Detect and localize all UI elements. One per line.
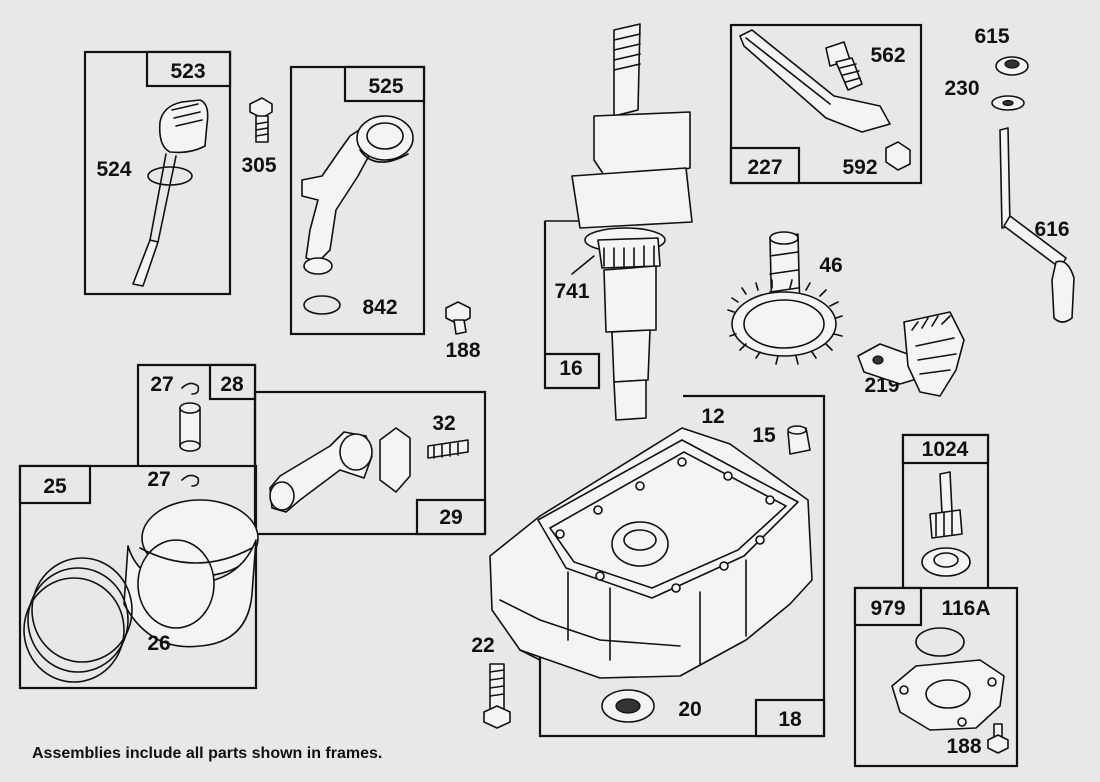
- label-842: 842: [362, 296, 397, 319]
- label-26: 26: [147, 632, 170, 655]
- oring-842: [303, 295, 341, 315]
- frame-29-connecting-rod-assembly: 29 32: [253, 390, 487, 536]
- part-188-bolt-upper: 188: [445, 301, 481, 362]
- label-227: 227: [747, 156, 782, 179]
- governor-lever-part: [739, 29, 911, 171]
- label-27-upper: 27: [150, 373, 173, 396]
- frame-227-governor-lever-assembly: 227 562 592: [729, 23, 923, 185]
- part-46-camshaft: 46: [727, 231, 843, 365]
- label-615: 615: [974, 25, 1009, 48]
- part-188-bolt-lower: [987, 723, 1009, 754]
- oring-116a: [915, 627, 965, 657]
- label-523: 523: [170, 60, 205, 83]
- label-20: 20: [678, 698, 701, 721]
- part-22-bolt: 22: [471, 634, 511, 729]
- label-18: 18: [778, 708, 802, 731]
- pump-cover-plate: [891, 659, 1005, 731]
- label-15: 15: [752, 424, 776, 447]
- crankshaft-part: [571, 23, 693, 421]
- part-615-230-616-governor-shaft: 615 230 616: [944, 25, 1075, 323]
- label-29: 29: [439, 506, 462, 529]
- label-12: 12: [701, 405, 724, 428]
- label-1024: 1024: [922, 438, 969, 461]
- label-525: 525: [368, 75, 403, 98]
- oil-seal-20: [601, 689, 655, 723]
- oil-pump-part: [921, 471, 971, 577]
- clip-27-upper: [181, 382, 200, 395]
- label-616: 616: [1034, 218, 1069, 241]
- label-27-lower: 27: [147, 468, 170, 491]
- frame-25-piston-assembly: 25 27 26: [18, 464, 259, 690]
- frame-525-oil-fill-tube-assembly: 525 842: [289, 65, 426, 336]
- label-46: 46: [819, 254, 842, 277]
- label-188-upper: 188: [445, 339, 480, 362]
- label-188-lower: 188: [946, 735, 981, 758]
- label-741: 741: [554, 280, 589, 303]
- dipstick-part: [132, 99, 209, 287]
- part-305-bolt: 305: [241, 97, 277, 177]
- label-25: 25: [43, 475, 67, 498]
- piston-pin-part: [179, 402, 201, 452]
- frame-28-piston-pin-assembly: 28 27: [136, 363, 257, 465]
- clip-27-lower: [181, 474, 200, 487]
- label-524: 524: [96, 158, 131, 181]
- label-116a: 116A: [941, 597, 990, 620]
- label-22: 22: [471, 634, 494, 657]
- piston-part: [123, 499, 259, 648]
- label-305: 305: [241, 154, 276, 177]
- frame-523-dipstick-assembly: 523 524: [83, 50, 232, 296]
- frame-18-crankcase-cover-assembly: 18 12 15 20: [489, 394, 826, 738]
- label-16: 16: [559, 357, 582, 380]
- label-979: 979: [870, 597, 905, 620]
- part-219-governor-gear: 219: [857, 311, 965, 397]
- connecting-rod-part: [269, 427, 469, 513]
- footnote-text: Assemblies include all parts shown in fr…: [32, 745, 382, 762]
- piston-rings-part: [23, 557, 133, 683]
- label-28: 28: [220, 373, 244, 396]
- label-562: 562: [870, 44, 905, 67]
- frame-979-pump-cover-assembly: 979 116A 188: [853, 586, 1019, 768]
- frame-1024-oil-pump-assembly: 1024: [901, 433, 990, 588]
- crankcase-cover-part: [489, 427, 813, 679]
- frame-16-crankshaft-assembly: 16 741: [543, 23, 693, 421]
- label-592: 592: [842, 156, 877, 179]
- oil-fill-tube-part: [301, 115, 414, 275]
- label-230: 230: [944, 77, 979, 100]
- plug-15: [787, 425, 811, 455]
- label-32: 32: [432, 412, 455, 435]
